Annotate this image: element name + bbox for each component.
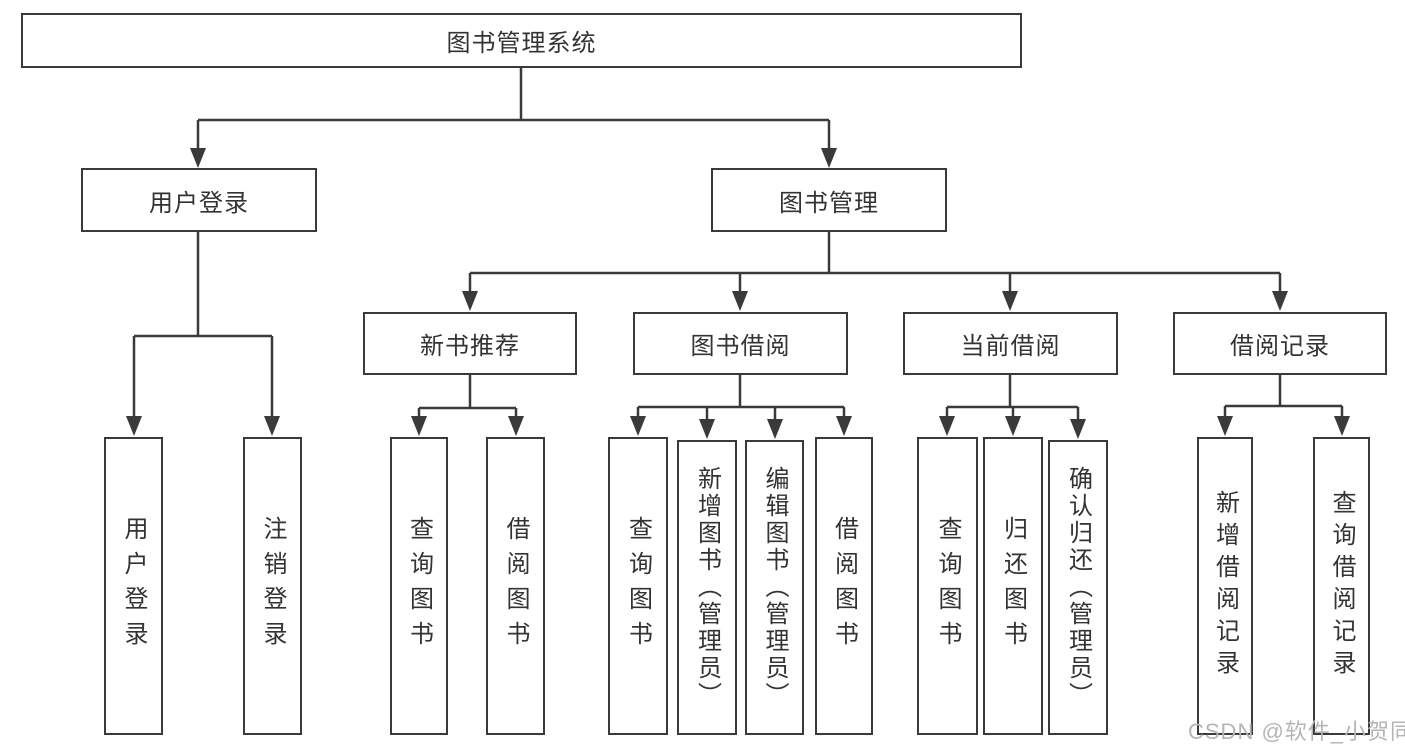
node-label: 新书推荐 <box>420 333 520 360</box>
node-label: 用户登录 <box>120 516 147 656</box>
leaf-current-confirm-return-admin: 确认归还（管理员） <box>1048 440 1108 735</box>
node-new-book-recommend: 新书推荐 <box>363 312 577 375</box>
leaf-recommend-borrow-books: 借阅图书 <box>486 437 545 735</box>
node-label: 注销登录 <box>259 516 286 656</box>
node-label: 查询图书 <box>624 516 652 656</box>
node-book-management: 图书管理 <box>711 168 947 232</box>
leaf-borrow-query-books: 查询图书 <box>608 437 668 735</box>
node-book-borrow: 图书借阅 <box>633 312 848 375</box>
leaf-borrow-add-books-admin: 新增图书（管理员） <box>677 440 737 735</box>
leaf-current-return-books: 归还图书 <box>983 437 1043 735</box>
leaf-records-query-borrow-record: 查询借阅记录 <box>1313 437 1370 735</box>
node-label: 借阅记录 <box>1230 333 1330 360</box>
node-label: 当前借阅 <box>960 333 1061 360</box>
node-label: 新增借阅记录 <box>1211 490 1239 682</box>
node-library-management-system: 图书管理系统 <box>21 13 1022 68</box>
node-label: 图书管理 <box>779 189 879 217</box>
node-label: 确认归还（管理员） <box>1064 466 1092 709</box>
node-label: 查询图书 <box>934 516 961 656</box>
node-label: 图书借阅 <box>690 333 791 360</box>
node-current-borrow: 当前借阅 <box>903 312 1118 375</box>
node-label: 用户登录 <box>149 189 249 217</box>
node-label: 借阅图书 <box>502 516 529 656</box>
leaf-logout-login: 注销登录 <box>243 437 302 735</box>
node-label: 图书管理系统 <box>446 30 597 57</box>
leaf-recommend-query-books: 查询图书 <box>390 437 448 735</box>
watermark: CSDN @软件_小贺同学 <box>1188 719 1405 744</box>
node-label: 借阅图书 <box>830 516 858 656</box>
node-user-login: 用户登录 <box>81 168 317 232</box>
leaf-borrow-borrow-books: 借阅图书 <box>815 437 873 735</box>
node-label: 查询图书 <box>405 516 433 656</box>
leaf-user-login: 用户登录 <box>104 437 163 735</box>
leaf-records-add-borrow-record: 新增借阅记录 <box>1197 437 1253 735</box>
node-borrow-records: 借阅记录 <box>1173 312 1387 375</box>
node-label: 查询借阅记录 <box>1328 490 1355 682</box>
node-label: 新增图书（管理员） <box>693 466 721 709</box>
leaf-current-query-books: 查询图书 <box>917 437 978 735</box>
node-label: 编辑图书（管理员） <box>761 466 788 709</box>
leaf-borrow-edit-books-admin: 编辑图书（管理员） <box>745 440 804 735</box>
node-label: 归还图书 <box>999 516 1027 656</box>
